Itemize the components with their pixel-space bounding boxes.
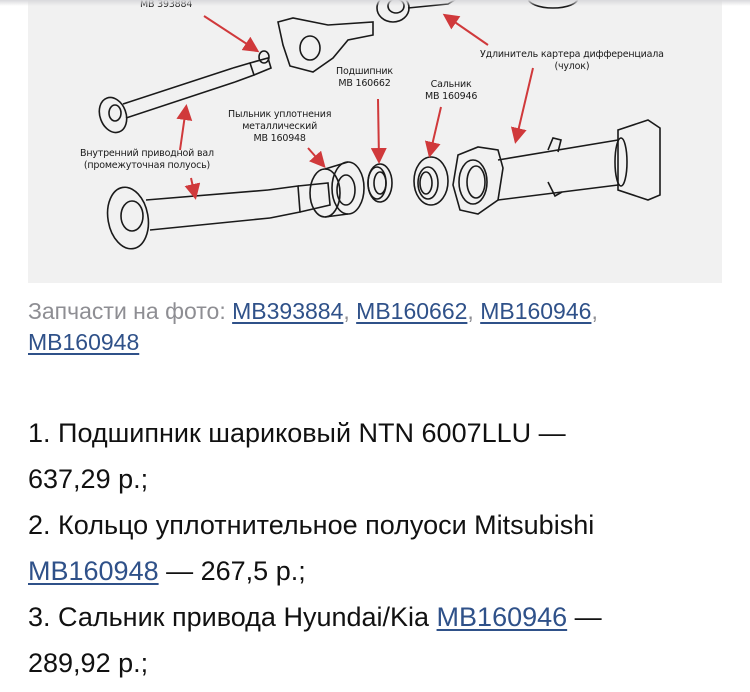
label-bearing-title: Подшипник xyxy=(336,66,393,77)
list-item: 1. Подшипник шариковый NTN 6007LLU — xyxy=(28,410,728,456)
item-number: 1. xyxy=(28,418,51,448)
label-shaft: Внутренний приводной вал (промежуточная … xyxy=(80,148,214,172)
part-link-mb160948[interactable]: MB160948 xyxy=(28,329,140,355)
part-link-mb160662[interactable]: MB160662 xyxy=(356,298,468,324)
label-oilseal-title: Сальник xyxy=(430,79,472,90)
item-dash: — xyxy=(158,556,201,586)
list-item: 3. Сальник привода Hyundai/Kia MB160946 … xyxy=(28,594,728,640)
exploded-view-drawing xyxy=(98,0,661,250)
label-extension: Удлинитель картера дифференциала (чулок) xyxy=(480,49,664,73)
list-item: 2. Кольцо уплотнительное полуоси Mitsubi… xyxy=(28,502,728,548)
part-link-mb393884[interactable]: MB393884 xyxy=(232,298,344,324)
label-shaft-line1: Внутренний приводной вал xyxy=(80,148,214,159)
caption-separator: , xyxy=(591,298,598,324)
label-oilseal-code: MB 160946 xyxy=(425,91,478,102)
top-shadow xyxy=(0,0,750,6)
item-price: 267,5 р.; xyxy=(200,556,306,586)
caption-separator: , xyxy=(467,298,481,324)
label-extension-line2: (чулок) xyxy=(554,61,590,72)
label-oilseal: Сальник MB 160946 xyxy=(425,79,477,103)
caption-separator: , xyxy=(343,298,357,324)
label-extension-line1: Удлинитель картера дифференциала xyxy=(480,49,664,60)
item-price: 289,92 р.; xyxy=(28,648,149,678)
list-item-continued: MB160948 — 267,5 р.; xyxy=(28,548,728,594)
caption-prefix: Запчасти на фото: xyxy=(28,298,233,324)
photo-parts-caption: Запчасти на фото: MB393884, MB160662, MB… xyxy=(28,296,718,358)
parts-price-list: 1. Подшипник шариковый NTN 6007LLU — 637… xyxy=(28,410,728,686)
item-dash: — xyxy=(567,602,602,632)
label-dustcover-code: MB 160948 xyxy=(253,133,306,144)
item-number: 3. xyxy=(28,602,51,632)
item-text: Кольцо уплотнительное полуоси Mitsubishi xyxy=(58,510,595,540)
label-dustcover: Пыльник уплотнения металлический MB 1609… xyxy=(228,109,331,145)
item-number: 2. xyxy=(28,510,51,540)
item-text: Сальник привода Hyundai/Kia xyxy=(58,602,437,632)
label-bearing-code: MB 160662 xyxy=(338,78,391,89)
label-shaft-line2: (промежуточная полуось) xyxy=(83,160,210,171)
parts-diagram-image[interactable]: MB 393884 Подшипник MB 160662 Сальник MB… xyxy=(28,0,722,283)
label-dustcover-line1: Пыльник уплотнения xyxy=(228,109,332,120)
label-dustcover-line2: металлический xyxy=(242,121,318,132)
item-price: 637,29 р.; xyxy=(28,464,149,494)
part-link-mb160946[interactable]: MB160946 xyxy=(480,298,592,324)
item-part-link-mb160946[interactable]: MB160946 xyxy=(436,602,568,632)
label-bearing: Подшипник MB 160662 xyxy=(336,66,393,90)
item-text: Подшипник шариковый NTN 6007LLU — xyxy=(58,418,566,448)
item-part-link-mb160948[interactable]: MB160948 xyxy=(28,556,159,586)
